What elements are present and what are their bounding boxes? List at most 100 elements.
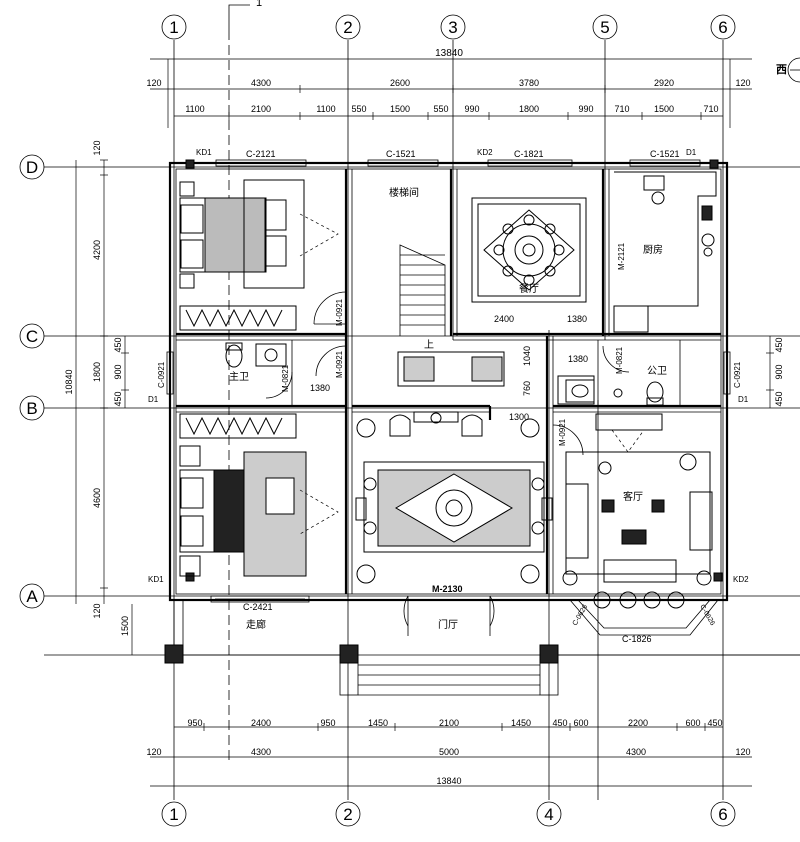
label-m2130: M-2130 (432, 584, 463, 594)
label-kd1-top: KD1 (196, 148, 212, 157)
section-number: 1 (256, 0, 262, 9)
dim-top-r2-4: 1500 (390, 104, 410, 114)
dim-left-1: 4200 (92, 240, 102, 260)
windows (166, 159, 731, 603)
dim-left-outer: 10840 (64, 369, 74, 394)
stairs (399, 244, 446, 336)
section-mark: 1 (228, 0, 262, 30)
dim-bot-r2-1: 4300 (251, 747, 271, 757)
dim-left-0: 120 (92, 140, 102, 155)
axis-bottom: 1 2 4 6 (161, 801, 736, 827)
dim-bot-r1-8: 2200 (628, 718, 648, 728)
dim-top-r2-2: 1100 (316, 104, 335, 114)
dim-top-total: 13840 (435, 48, 463, 59)
dim-top (150, 58, 752, 128)
axis-5-top: 5 (600, 18, 609, 37)
dim-top-r2-5: 550 (433, 104, 448, 114)
label-d1-right: D1 (738, 395, 749, 404)
label-d1-top: D1 (686, 148, 697, 157)
compass-label: 西 (776, 63, 787, 76)
label-c1826: C-1826 (622, 634, 652, 644)
dim-int-1380-a: 1380 (567, 314, 587, 324)
label-c0921-left: C-0921 (157, 361, 166, 388)
dim-bot-r1-9: 600 (685, 718, 700, 728)
dim-bot-r1-10: 450 (707, 718, 722, 728)
dim-bot-r1-7: 600 (573, 718, 588, 728)
porch (173, 599, 800, 696)
axis-3-top: 3 (448, 18, 457, 37)
axis-A: A (26, 587, 38, 606)
dim-int-760: 760 (522, 381, 532, 396)
stair-up-label: 上 (424, 339, 434, 351)
dim-bot-r1-2: 950 (320, 718, 335, 728)
dim-bot-r1-6: 450 (552, 718, 567, 728)
axis-2-top: 2 (343, 18, 352, 37)
dim-right (766, 336, 774, 408)
label-c1521-a: C-1521 (386, 149, 416, 159)
dim-top-r2-8: 990 (578, 104, 593, 114)
dim-bot-r1-5: 1450 (511, 718, 531, 728)
dim-bot-r1-0: 950 (187, 718, 202, 728)
dim-top-r1-1: 4300 (251, 78, 271, 88)
label-c0921-right: C-0921 (733, 361, 742, 388)
dim-int-1040: 1040 (522, 346, 532, 366)
room-kitchen: 厨房 (643, 243, 663, 256)
axis-D: D (26, 158, 38, 177)
hall-cabinet (397, 351, 505, 387)
dim-left-inner-2: 450 (113, 391, 123, 406)
dim-right-inner-1: 900 (774, 364, 784, 379)
dim-top-r2-10: 1500 (654, 104, 674, 114)
dim-right-inner-0: 450 (774, 337, 784, 352)
room-entrance: 门厅 (438, 618, 458, 631)
label-m2121: M-2121 (617, 242, 626, 270)
label-m0921-b: M-0921 (335, 350, 344, 378)
doors (265, 291, 630, 636)
room-corridor: 走廊 (246, 618, 266, 631)
dim-int-1380-c: 1380 (310, 383, 330, 393)
label-m0821-b: M-0821 (615, 346, 624, 374)
label-c1521-b: C-1521 (650, 149, 680, 159)
dim-left-inner-0: 450 (113, 337, 123, 352)
dim-right-inner-2: 450 (774, 391, 784, 406)
label-c2421: C-2421 (243, 602, 273, 612)
dim-left-5: 1500 (120, 616, 130, 636)
dim-bot-total: 13840 (436, 776, 461, 786)
dim-top-r1-3: 3780 (519, 78, 539, 88)
dim-top-r1-5: 120 (735, 78, 750, 88)
compass: 西 (776, 57, 800, 83)
label-kd2-top: KD2 (477, 148, 493, 157)
dim-top-r1-0: 120 (146, 78, 161, 88)
label-m0821-a: M-0821 (281, 364, 290, 392)
dim-bot-r1-4: 2100 (439, 718, 459, 728)
label-d1-left: D1 (148, 395, 159, 404)
axis-6-bottom: 6 (718, 805, 727, 824)
dining-table (471, 197, 587, 303)
axis-left: D C B A (19, 154, 45, 609)
dim-top-r2-11: 710 (703, 104, 718, 114)
dim-bottom (150, 723, 752, 787)
grid-lines (44, 30, 800, 800)
axis-4-bottom: 4 (544, 805, 553, 824)
dim-top-r2-9: 710 (614, 104, 629, 114)
entrance-rug (355, 461, 553, 553)
axis-1-top: 1 (169, 18, 178, 37)
label-m0921-c: M-0921 (558, 418, 567, 446)
dim-left-3: 4600 (92, 488, 102, 508)
dim-bot-r1-3: 1450 (368, 718, 388, 728)
dim-top-r2-1: 2100 (251, 104, 271, 114)
dim-bot-r2-3: 4300 (626, 747, 646, 757)
dim-int-1300: 1300 (509, 412, 529, 422)
dim-bot-r2-0: 120 (146, 747, 161, 757)
axis-2-bottom: 2 (343, 805, 352, 824)
kitchen-counter (613, 171, 717, 333)
dim-int-1380-b: 1380 (568, 354, 588, 364)
walls (168, 161, 729, 602)
label-c0626-left: C-0626 (572, 604, 590, 627)
dim-bot-r2-2: 5000 (439, 747, 459, 757)
public-bath-tub (557, 375, 595, 405)
dim-left-2: 1800 (92, 362, 102, 382)
dim-int-2400: 2400 (494, 314, 514, 324)
axis-C: C (26, 327, 38, 346)
axis-6-top: 6 (718, 18, 727, 37)
room-stair: 楼梯间 (389, 186, 419, 199)
